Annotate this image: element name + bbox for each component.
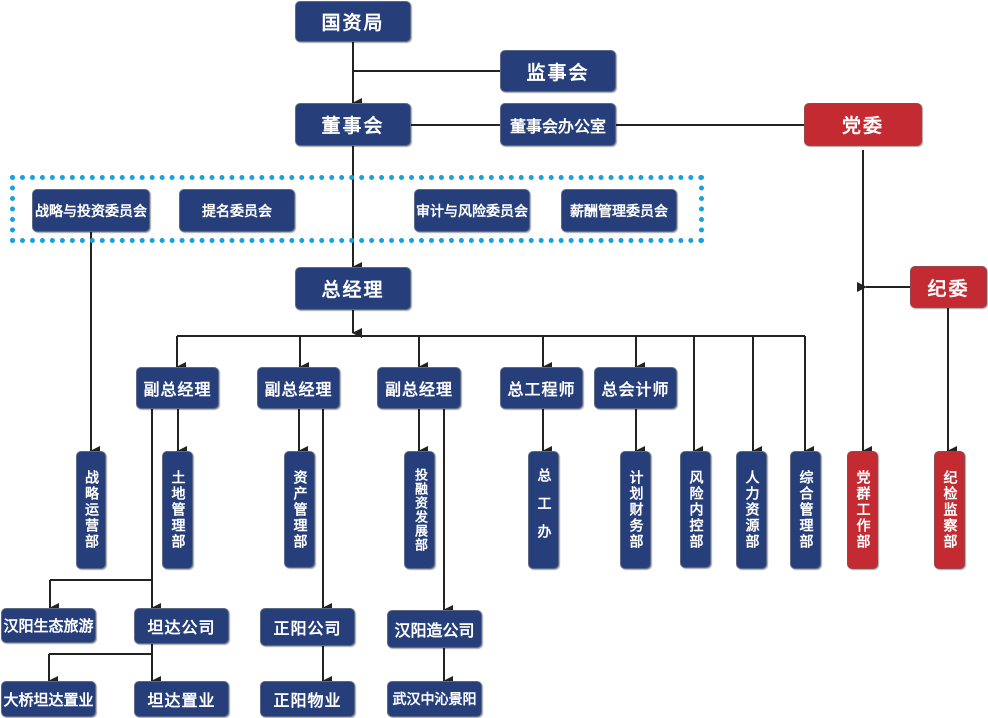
node-company-hanyang-eco[interactable]: 汉阳生态旅游 [1, 608, 96, 643]
node-dept-hr[interactable]: 人力资源部 [736, 451, 767, 569]
node-audit-risk-committee[interactable]: 审计与风险委员会 [414, 189, 530, 232]
node-company-tanda-realty[interactable]: 坦达置业 [134, 681, 229, 717]
node-compensation-committee[interactable]: 薪酬管理委员会 [561, 189, 677, 232]
node-company-daqiao-tanda[interactable]: 大桥坦达置业 [1, 681, 96, 717]
node-vice-gm-3[interactable]: 副总经理 [377, 367, 461, 409]
node-chief-accountant[interactable]: 总会计师 [594, 367, 677, 409]
node-company-tanda[interactable]: 坦达公司 [134, 608, 229, 644]
node-dept-land[interactable]: 土地管理部 [162, 451, 193, 569]
node-dept-party-affairs[interactable]: 党群工作部 [847, 451, 878, 569]
node-dept-risk[interactable]: 风险内控部 [680, 451, 711, 568]
node-company-zhengyang-property[interactable]: 正阳物业 [260, 681, 355, 717]
committees-group [10, 175, 704, 243]
node-dept-admin[interactable]: 综合管理部 [790, 451, 821, 569]
node-vice-gm-1[interactable]: 副总经理 [136, 367, 219, 409]
node-discipline-committee[interactable]: 纪委 [910, 266, 987, 308]
node-supervisory-board[interactable]: 监事会 [500, 50, 616, 92]
node-strategy-investment-committee[interactable]: 战略与投资委员会 [32, 189, 150, 232]
node-party-committee[interactable]: 党委 [804, 103, 922, 146]
node-chief-engineer[interactable]: 总工程师 [500, 367, 583, 409]
node-company-hanyang-zao[interactable]: 汉阳造公司 [387, 610, 482, 648]
node-board[interactable]: 董事会 [295, 103, 411, 146]
node-nomination-committee[interactable]: 提名委员会 [179, 189, 295, 232]
node-dept-discipline[interactable]: 纪检监察部 [934, 451, 965, 569]
node-company-wuhan-zhongqin[interactable]: 武汉中沁景阳 [387, 681, 482, 717]
node-vice-gm-2[interactable]: 副总经理 [257, 367, 340, 409]
node-board-office[interactable]: 董事会办公室 [500, 103, 616, 146]
node-general-manager[interactable]: 总经理 [295, 267, 411, 310]
node-dept-investment[interactable]: 投融资发展部 [404, 451, 435, 569]
node-dept-strategy[interactable]: 战略运营部 [76, 451, 106, 569]
node-dept-assets[interactable]: 资产管理部 [284, 451, 315, 568]
node-dept-chief-engineer-office[interactable]: 总工办 [528, 451, 559, 569]
node-company-zhengyang[interactable]: 正阳公司 [260, 608, 355, 646]
node-dept-finance[interactable]: 计划财务部 [620, 451, 651, 569]
node-sasac[interactable]: 国资局 [295, 1, 411, 42]
